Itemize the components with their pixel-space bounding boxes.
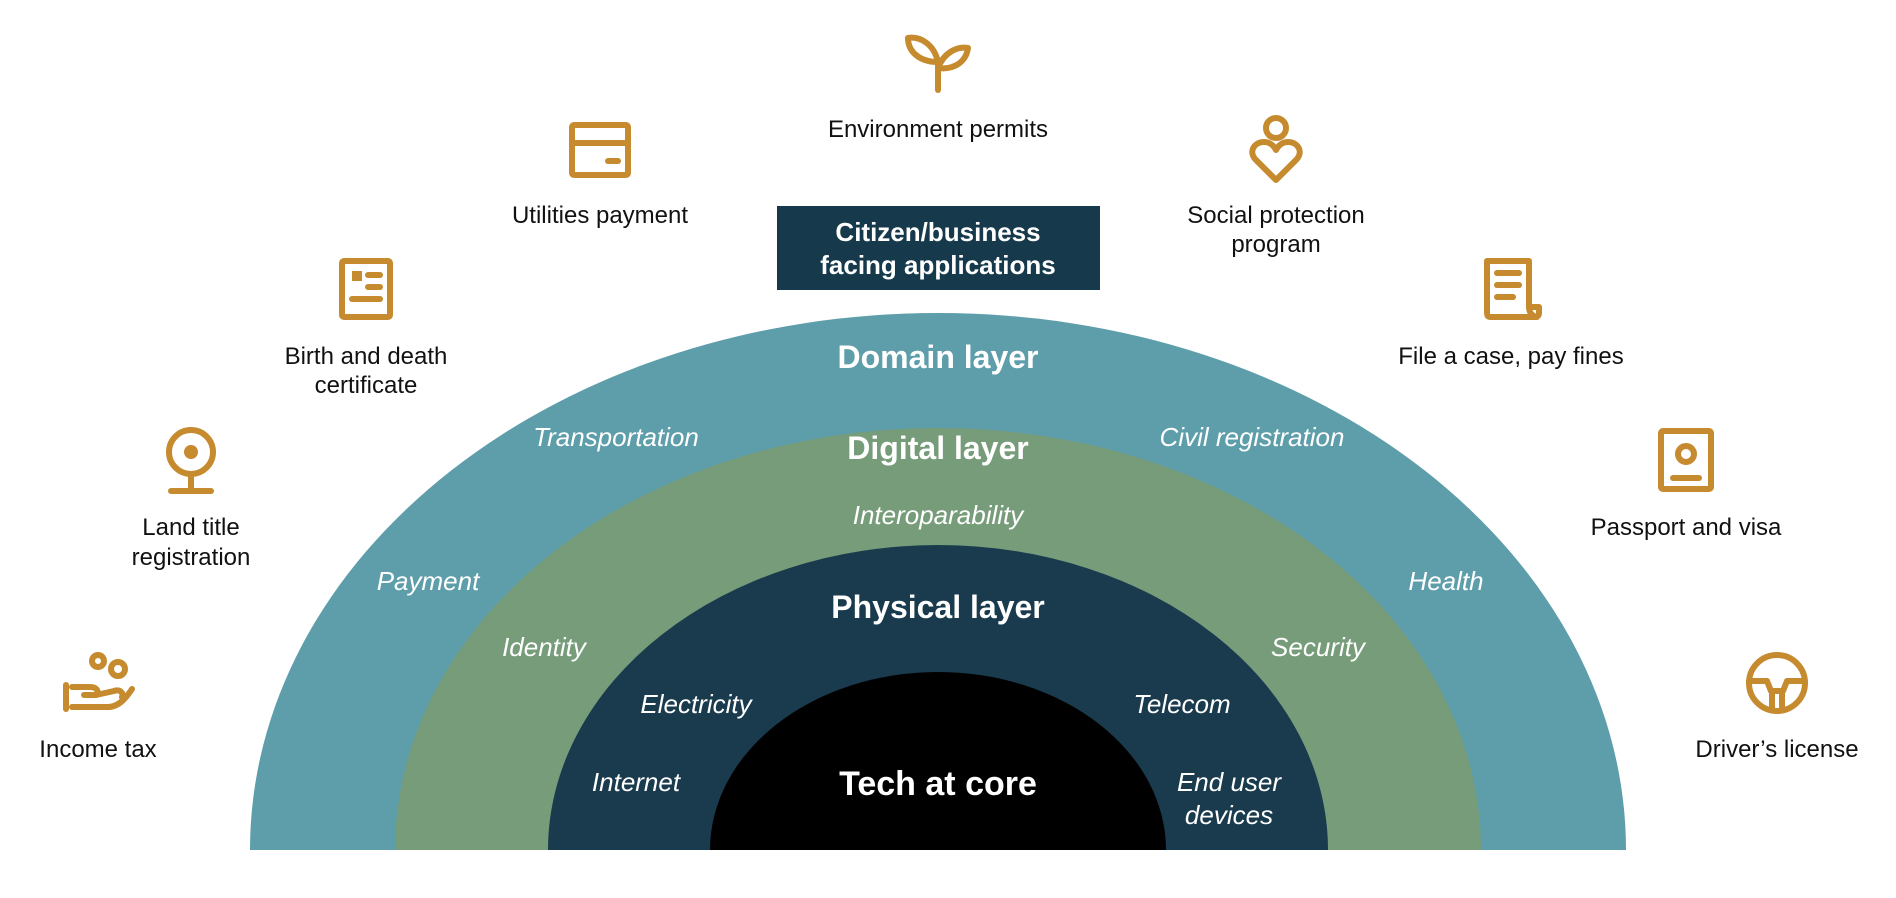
physical-item-end-user-line-2: devices (1185, 800, 1273, 830)
service-income-tax: Income tax (39, 736, 156, 763)
domain-item-civil-registration: Civil registration (1160, 422, 1345, 452)
physical-item-telecom: Telecom (1133, 689, 1230, 719)
physical-item-internet: Internet (592, 767, 682, 797)
physical-item-electricity: Electricity (640, 689, 753, 719)
service-social-protection-line-2: program (1231, 231, 1320, 258)
service-land-title-line-1: Land title (142, 514, 239, 541)
domain-layer-title: Domain layer (838, 339, 1039, 375)
digital-item-identity: Identity (502, 632, 588, 662)
service-utilities-payment: Utilities payment (512, 202, 688, 229)
id-card-icon (1658, 428, 1714, 492)
person-heart-icon (1249, 115, 1303, 183)
domain-item-transportation: Transportation (533, 422, 699, 452)
location-pin-icon (166, 427, 216, 494)
steering-wheel-icon (1746, 652, 1808, 714)
service-file-case: File a case, pay fines (1398, 343, 1623, 370)
physical-layer-title: Physical layer (831, 589, 1044, 625)
digital-item-security: Security (1271, 632, 1367, 662)
service-passport: Passport and visa (1591, 514, 1782, 541)
digital-item-interoperability: Interoparability (853, 500, 1026, 530)
service-birth-death-line-2: certificate (315, 372, 418, 399)
hand-coins-icon (63, 652, 135, 712)
service-birth-death-line-1: Birth and death (285, 343, 448, 370)
physical-item-end-user-line-1: End user (1177, 767, 1282, 797)
card-icon (569, 122, 631, 178)
document-icon (339, 258, 393, 320)
scroll-icon (1484, 258, 1542, 320)
banner-line-2: facing applications (820, 250, 1056, 280)
service-land-title-line-2: registration (132, 544, 251, 571)
banner-line-1: Citizen/business (835, 217, 1040, 247)
digital-layer-title: Digital layer (847, 430, 1028, 466)
sprout-icon (905, 34, 971, 93)
core-arc (710, 672, 1166, 850)
service-drivers-license: Driver’s license (1695, 736, 1858, 763)
service-environment-permits: Environment permits (828, 116, 1048, 143)
domain-item-health: Health (1408, 566, 1483, 596)
domain-item-payment: Payment (377, 566, 481, 596)
banner-box (777, 206, 1100, 290)
service-social-protection-line-1: Social protection (1187, 202, 1364, 229)
core-title: Tech at core (839, 765, 1037, 803)
